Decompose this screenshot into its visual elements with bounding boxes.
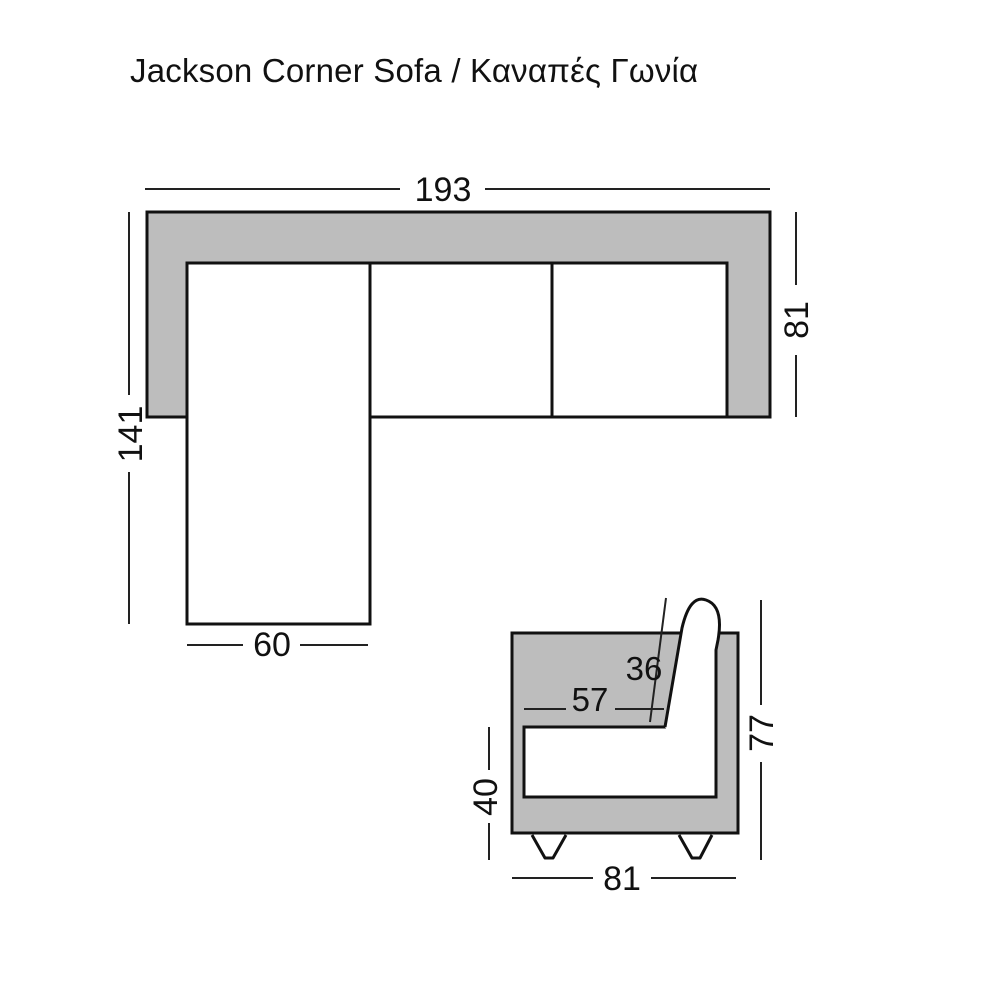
backrest-height-line <box>649 597 667 723</box>
backrest-height-label: 36 <box>626 650 663 687</box>
width-dimension-label: 193 <box>415 171 472 209</box>
top-view <box>145 210 772 626</box>
side-view-leg-front <box>530 834 568 860</box>
middle-seat-cushion <box>368 261 554 419</box>
side-depth-label: 81 <box>603 860 641 898</box>
depth-dimension-label: 81 <box>778 301 816 339</box>
total-height-label: 77 <box>743 714 781 752</box>
side-view <box>510 597 740 860</box>
chaise-length-dimension: 141 <box>112 212 150 624</box>
backrest-height-dimension: 36 <box>626 597 667 723</box>
width-dimension: 193 <box>145 171 770 209</box>
chaise-width-label: 60 <box>253 626 291 664</box>
depth-dimension: 81 <box>778 212 816 417</box>
right-seat-cushion <box>550 261 729 419</box>
chaise-seat-cushion <box>185 261 372 626</box>
side-view-leg-back <box>677 834 714 860</box>
diagram-title: Jackson Corner Sofa / Καναπές Γωνία <box>130 52 699 89</box>
seat-depth-label: 57 <box>572 681 609 718</box>
total-height-dimension: 77 <box>743 600 781 860</box>
chaise-width-dimension: 60 <box>187 626 368 664</box>
chaise-length-label: 141 <box>112 406 150 463</box>
seat-height-label: 40 <box>467 778 505 816</box>
seat-depth-dimension: 57 <box>524 681 664 718</box>
side-depth-dimension: 81 <box>512 860 736 898</box>
side-view-backrest <box>663 597 721 797</box>
seat-height-dimension: 40 <box>467 727 505 860</box>
